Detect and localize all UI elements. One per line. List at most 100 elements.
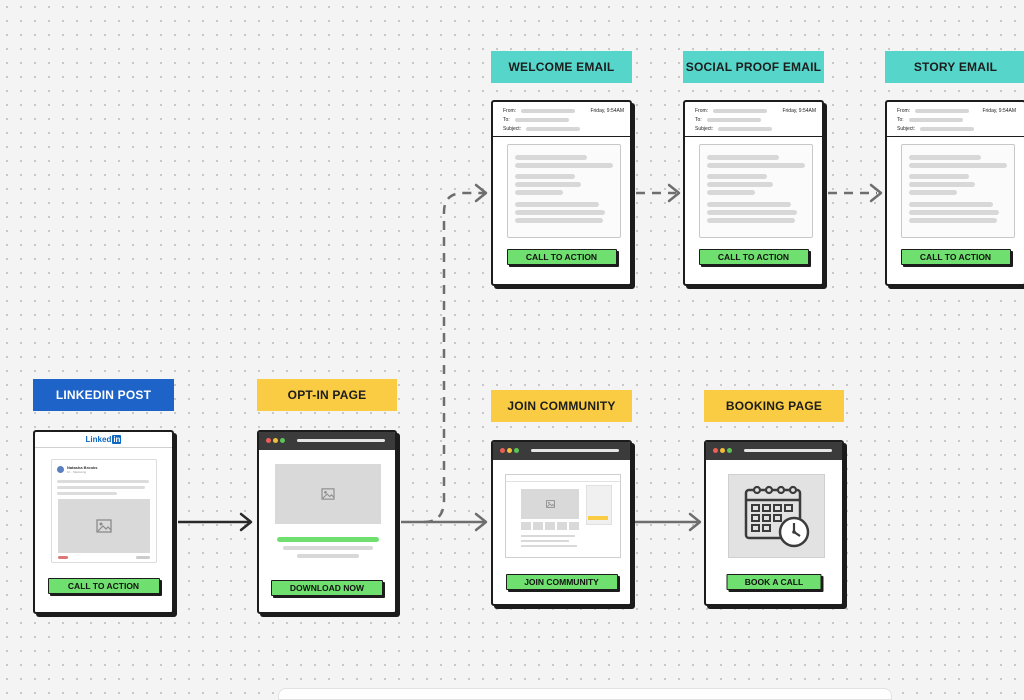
body-line bbox=[707, 202, 791, 207]
body-line bbox=[515, 190, 563, 195]
body-line bbox=[515, 210, 605, 215]
edge-socialproof-to-story bbox=[828, 183, 883, 203]
booking-page-card[interactable]: BOOK A CALL bbox=[704, 440, 844, 606]
address-bar bbox=[297, 439, 385, 442]
to-label: To: bbox=[503, 117, 510, 123]
subject-label: Subject: bbox=[503, 126, 522, 132]
body-line bbox=[515, 182, 581, 187]
email-header: From: Friday, 9:54AM To: Subject: bbox=[887, 102, 1024, 137]
story-email-label: STORY EMAIL bbox=[885, 51, 1024, 83]
join-community-button[interactable]: JOIN COMMUNITY bbox=[505, 574, 618, 590]
linkedin-post-label: LINKEDIN POST bbox=[33, 379, 174, 411]
edge-linkedin-to-optin bbox=[178, 512, 253, 532]
opt-in-page-label: OPT-IN PAGE bbox=[257, 379, 397, 411]
preview-thumbs bbox=[521, 522, 579, 530]
opt-in-page-card[interactable]: DOWNLOAD NOW bbox=[257, 430, 397, 614]
email-body bbox=[699, 144, 813, 238]
body-line bbox=[515, 155, 587, 160]
browser-bar bbox=[706, 442, 842, 460]
bottom-toolbar-edge bbox=[278, 688, 892, 700]
to-value bbox=[707, 118, 761, 122]
address-bar bbox=[531, 449, 619, 452]
linkedin-post-inner: Natasha Brooks 1h · Marketing bbox=[51, 459, 157, 563]
join-community-label: JOIN COMMUNITY bbox=[491, 390, 632, 422]
address-bar bbox=[744, 449, 832, 452]
linkedin-logo-badge: in bbox=[112, 435, 122, 444]
welcome-email-label: WELCOME EMAIL bbox=[491, 51, 632, 83]
hero-image bbox=[275, 464, 381, 524]
social-proof-email-card[interactable]: From: Friday, 9:54AM To: Subject: CALL T… bbox=[683, 100, 824, 286]
edge-community-to-booking bbox=[635, 512, 702, 532]
story-call-to-action-button[interactable]: CALL TO ACTION bbox=[900, 249, 1011, 265]
body-line bbox=[707, 210, 797, 215]
email-body bbox=[507, 144, 621, 238]
social-proof-email-label: SOCIAL PROOF EMAIL bbox=[683, 51, 824, 83]
body-line bbox=[707, 174, 767, 179]
book-a-call-button[interactable]: BOOK A CALL bbox=[726, 574, 822, 590]
welcome-call-to-action-button[interactable]: CALL TO ACTION bbox=[506, 249, 617, 265]
subject-value bbox=[718, 127, 772, 131]
download-now-button[interactable]: DOWNLOAD NOW bbox=[271, 580, 383, 596]
body-line bbox=[707, 163, 805, 168]
body-line bbox=[909, 202, 993, 207]
thumb bbox=[545, 522, 555, 530]
post-image bbox=[58, 499, 150, 553]
story-email-card[interactable]: From: Friday, 9:54AM To: Subject: CALL T… bbox=[885, 100, 1024, 286]
preview-text-line bbox=[521, 535, 575, 537]
post-text-line bbox=[57, 480, 149, 483]
body-line bbox=[707, 155, 779, 160]
email-date: Friday, 9:54AM bbox=[982, 108, 1016, 114]
window-close-dot bbox=[266, 438, 271, 443]
body-line bbox=[909, 210, 999, 215]
window-maximize-dot bbox=[727, 448, 732, 453]
window-close-dot bbox=[713, 448, 718, 453]
booking-page-label: BOOKING PAGE bbox=[704, 390, 844, 422]
body-line bbox=[909, 163, 1007, 168]
thumb bbox=[569, 522, 579, 530]
preview-image bbox=[521, 489, 579, 519]
subject-label: Subject: bbox=[897, 126, 916, 132]
body-line bbox=[909, 218, 997, 223]
email-header: From: Friday, 9:54AM To: Subject: bbox=[493, 102, 630, 137]
image-placeholder-icon bbox=[321, 488, 335, 500]
preview-sidebar-highlight bbox=[588, 516, 608, 520]
browser-bar bbox=[493, 442, 630, 460]
window-minimize-dot bbox=[507, 448, 512, 453]
linkedin-call-to-action-button[interactable]: CALL TO ACTION bbox=[47, 578, 160, 594]
body-line bbox=[909, 182, 975, 187]
from-label: From: bbox=[503, 108, 517, 114]
body-line bbox=[515, 163, 613, 168]
window-close-dot bbox=[500, 448, 505, 453]
post-text-line bbox=[57, 492, 117, 495]
subject-value bbox=[526, 127, 580, 131]
body-line bbox=[707, 182, 773, 187]
from-value bbox=[521, 109, 575, 113]
welcome-email-card[interactable]: From: Friday, 9:54AM To: Subject: CALL T… bbox=[491, 100, 632, 286]
body-line bbox=[909, 190, 957, 195]
from-value bbox=[915, 109, 969, 113]
edge-welcome-to-socialproof bbox=[636, 183, 681, 203]
body-line bbox=[909, 174, 969, 179]
window-minimize-dot bbox=[273, 438, 278, 443]
body-line bbox=[707, 218, 795, 223]
to-label: To: bbox=[695, 117, 702, 123]
subject-label: Subject: bbox=[695, 126, 714, 132]
progress-green-bar bbox=[277, 537, 379, 542]
social-proof-call-to-action-button[interactable]: CALL TO ACTION bbox=[698, 249, 809, 265]
thumb bbox=[521, 522, 531, 530]
calendar-panel bbox=[728, 474, 825, 558]
edge-optin-to-welcome-email bbox=[423, 183, 488, 524]
preview-text-line bbox=[521, 540, 569, 542]
join-community-card[interactable]: JOIN COMMUNITY bbox=[491, 440, 632, 606]
preview-text-line bbox=[521, 545, 577, 547]
browser-bar bbox=[259, 432, 395, 450]
linkedin-divider bbox=[35, 447, 172, 448]
window-maximize-dot bbox=[514, 448, 519, 453]
image-placeholder-icon bbox=[545, 500, 555, 508]
email-date: Friday, 9:54AM bbox=[782, 108, 816, 114]
community-preview bbox=[505, 474, 621, 558]
linkedin-logo-text: Linked bbox=[85, 435, 112, 444]
from-value bbox=[713, 109, 767, 113]
